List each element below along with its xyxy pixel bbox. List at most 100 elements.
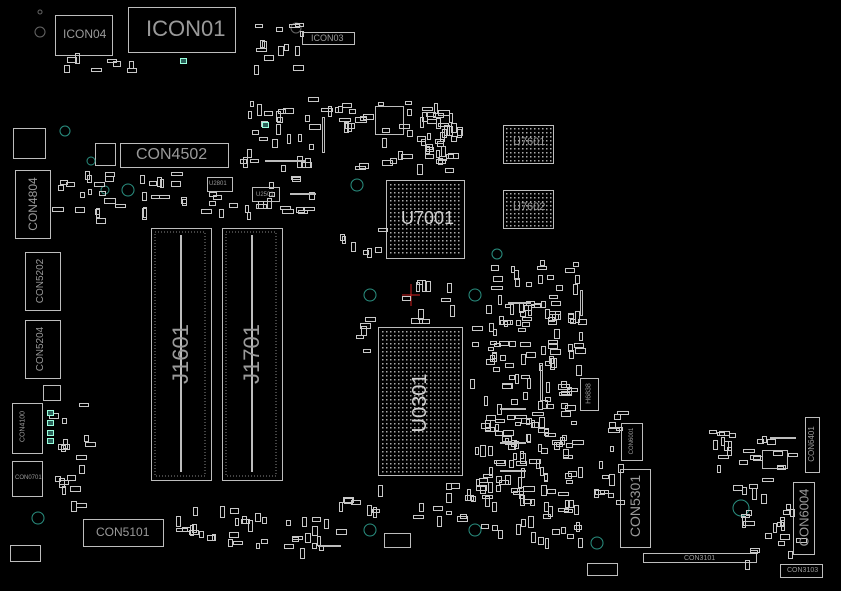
bga-ball <box>430 339 432 341</box>
bga-ball <box>394 419 396 421</box>
passive-component <box>499 316 504 325</box>
bga-ball <box>514 148 516 150</box>
label-con5204[interactable]: CON5204 <box>35 326 46 372</box>
bga-ball <box>446 232 448 234</box>
bga-ball <box>526 209 528 211</box>
label-con4100[interactable]: CON4100 <box>19 410 27 443</box>
bga-ball <box>398 359 400 361</box>
passive-component <box>261 539 268 544</box>
bga-ball <box>390 192 392 194</box>
bga-ball <box>430 431 432 433</box>
bga-ball <box>386 331 388 333</box>
label-con5101[interactable]: CON5101 <box>96 525 150 539</box>
bga-ball <box>426 391 428 393</box>
passive-component <box>554 442 560 450</box>
bga-ball <box>406 208 408 210</box>
label-j1601[interactable]: J1601 <box>168 324 193 384</box>
bga-ball <box>430 216 432 218</box>
passive-component <box>511 399 518 405</box>
bga-ball <box>422 407 424 409</box>
bga-ball <box>390 216 392 218</box>
bga-ball <box>434 212 436 214</box>
bga-ball <box>430 375 432 377</box>
passive-component <box>441 146 446 157</box>
mounting-hole <box>37 9 43 15</box>
label-icon04[interactable]: ICON04 <box>63 27 107 41</box>
label-icon01[interactable]: ICON01 <box>146 16 226 41</box>
bga-ball <box>398 216 400 218</box>
label-u7001[interactable]: U7001 <box>401 208 455 228</box>
label-con5202[interactable]: CON5202 <box>35 258 46 304</box>
bga-ball <box>418 232 420 234</box>
label-con3103[interactable]: CON3103 <box>787 567 819 574</box>
passive-component <box>746 510 752 516</box>
bga-ball <box>394 236 396 238</box>
passive-component <box>491 265 499 271</box>
label-u2801[interactable]: U2801 <box>209 181 227 187</box>
label-con5301[interactable]: CON5301 <box>627 474 643 538</box>
passive-component <box>437 141 444 147</box>
bga-ball <box>418 331 420 333</box>
bga-ball <box>382 359 384 361</box>
bga-ball <box>414 379 416 381</box>
bga-ball <box>518 128 520 130</box>
passive-component <box>528 516 534 528</box>
label-con0701[interactable]: CON0701 <box>15 475 42 481</box>
bga-ball <box>514 217 516 219</box>
bga-ball <box>430 427 432 429</box>
bga-ball <box>442 212 444 214</box>
bga-ball <box>414 252 416 254</box>
bga-ball <box>438 455 440 457</box>
label-u0301[interactable]: U0301 <box>409 373 431 433</box>
bga-ball <box>430 447 432 449</box>
passive-component <box>472 326 483 331</box>
label-con6004[interactable]: CON6004 <box>796 488 812 547</box>
bga-ball <box>514 128 516 130</box>
con6001-outline <box>621 423 643 461</box>
label-con4502[interactable]: CON4502 <box>136 146 208 163</box>
bga-ball <box>438 371 440 373</box>
label-icon03[interactable]: ICON03 <box>311 33 344 43</box>
bga-ball <box>422 244 424 246</box>
bga-ball <box>538 217 540 219</box>
bga-ball <box>430 188 432 190</box>
bga-ball <box>394 471 396 473</box>
label-con3101[interactable]: CON3101 <box>684 555 716 562</box>
bga-ball <box>458 455 460 457</box>
bga-ball <box>450 343 452 345</box>
passive-component <box>540 467 544 476</box>
bga-ball <box>522 197 524 199</box>
bga-ball <box>430 439 432 441</box>
bga-ball <box>430 252 432 254</box>
passive-component <box>515 422 521 426</box>
passive-component <box>549 356 554 364</box>
passive-component <box>548 317 555 322</box>
passive-component <box>105 172 115 177</box>
bga-ball <box>382 391 384 393</box>
bga-ball <box>518 209 520 211</box>
bga-ball <box>450 419 452 421</box>
passive-component <box>427 133 431 140</box>
label-u2501[interactable]: U2501 <box>256 192 274 198</box>
passive-component <box>264 111 273 116</box>
bga-ball <box>450 240 452 242</box>
label-con6001[interactable]: CON6001 <box>629 427 635 455</box>
bga-ball <box>410 439 412 441</box>
passive-component <box>269 192 275 197</box>
label-u7601[interactable]: U7601 <box>513 136 546 148</box>
passive-component <box>79 465 85 474</box>
label-con4804[interactable]: CON4804 <box>26 177 40 231</box>
bga-ball <box>382 383 384 385</box>
bga-ball <box>510 225 512 227</box>
bga-ball <box>418 403 420 405</box>
label-u7602[interactable]: U7602 <box>513 201 546 213</box>
label-j1701[interactable]: J1701 <box>239 324 264 384</box>
bga-ball <box>446 427 448 429</box>
label-con6401[interactable]: CON6401 <box>807 426 816 462</box>
bga-ball <box>506 128 508 130</box>
bga-ball <box>390 200 392 202</box>
bga-ball <box>418 451 420 453</box>
passive-component <box>413 515 424 519</box>
label-h6838[interactable]: H6838 <box>585 383 593 404</box>
